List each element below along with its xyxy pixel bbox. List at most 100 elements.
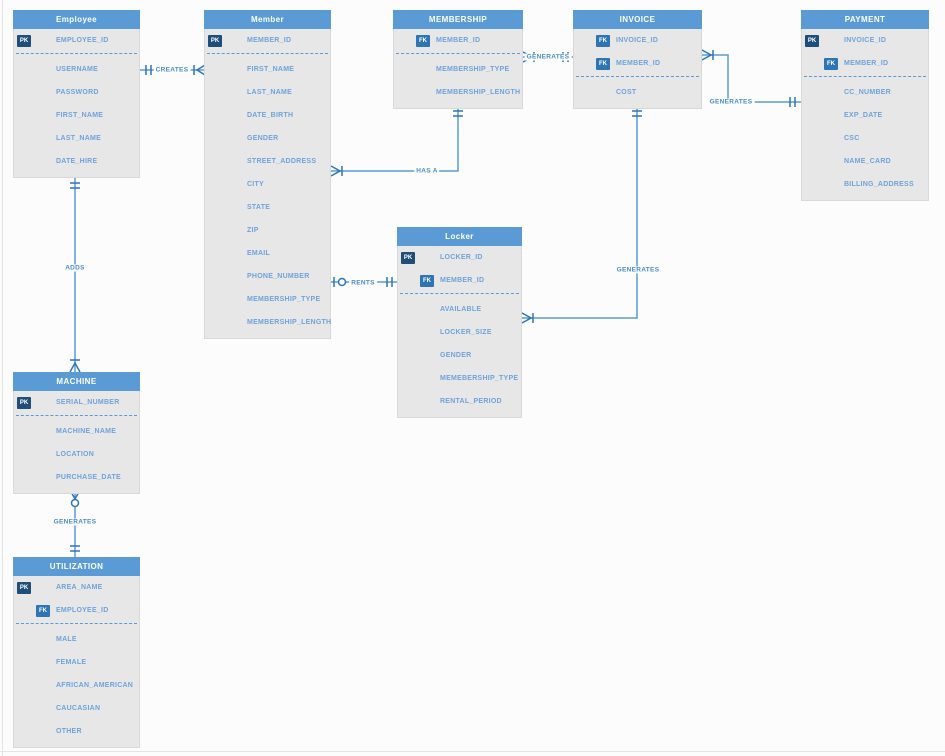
field-row: OTHER [14,720,139,743]
key-separator [207,53,328,54]
field-name: FIRST_NAME [247,66,295,73]
relationship-label-generates-invoice: GENERATES [524,53,572,61]
relationship-label-generates-payment: GENERATES [707,98,755,106]
key-separator [396,53,520,54]
field-name: ZIP [247,227,259,234]
entity-title: Member [204,10,331,29]
entity-title: PAYMENT [801,10,929,29]
field-name: LAST_NAME [247,89,293,96]
field-name: AREA_NAME [56,584,103,591]
field-row: LAST_NAME [14,127,139,150]
field-row: BILLING_ADDRESS [802,173,928,196]
key-field-row: FK MEMBER_ID [802,52,928,75]
field-row: PASSWORD [14,81,139,104]
field-row: ZIP [205,219,330,242]
fk-badge: FK [36,604,50,617]
field-row: GENDER [398,344,521,367]
fk-badge: FK [420,274,434,287]
field-row: STREET_ADDRESS [205,150,330,173]
field-name: LOCKER_SIZE [440,329,492,336]
field-name: EXP_DATE [844,112,883,119]
field-name: SERIAL_NUMBER [56,399,120,406]
relationship-label-generates-utilization: GENERATES [51,518,99,526]
connector-invoice-payment[interactable] [701,49,801,107]
field-name: PURCHASE_DATE [56,474,121,481]
fk-badge: FK [824,57,838,70]
field-row: LAST_NAME [205,81,330,104]
connector-invoice-locker[interactable] [521,106,642,324]
field-row: MEMEBERSHIP_TYPE [398,367,521,390]
field-row: GENDER [205,127,330,150]
field-row: FEMALE [14,651,139,674]
field-name: AFRICAN_AMERICAN [56,682,134,689]
field-row: AVAILABLE [398,298,521,321]
connector-member-membership[interactable] [330,106,463,177]
field-name: CC_NUMBER [844,89,891,96]
field-name: EMPLOYEE_ID [56,607,109,614]
key-separator [16,53,137,54]
field-row: DATE_BIRTH [205,104,330,127]
field-row: MEMBERSHIP_LENGTH [394,81,522,104]
connector-employee-machine[interactable] [69,177,81,373]
entity-title: MACHINE [13,372,140,391]
field-row: MACHINE_NAME [14,420,139,443]
field-name: STATE [247,204,271,211]
field-name: MEMBER_ID [844,60,889,67]
field-row: MEMBERSHIP_TYPE [394,58,522,81]
field-row: NAME_CARD [802,150,928,173]
field-row: CSC [802,127,928,150]
relationship-label-has-a: HAS A [414,167,440,175]
field-row: MEMBERSHIP_LENGTH [205,311,331,334]
field-name: MEMBER_ID [440,277,485,284]
field-name: INVOICE_ID [616,37,659,44]
canvas-edge-left [2,0,3,756]
field-name: MEMEBERSHIP_TYPE [440,375,519,382]
relationship-label-creates: CREATES [153,66,191,74]
field-row: COST [574,81,701,104]
field-name: PASSWORD [56,89,99,96]
field-row: DATE_HIRE [14,150,139,173]
field-row: FIRST_NAME [14,104,139,127]
entity-title: MEMBERSHIP [393,10,523,29]
field-row: CAUCASIAN [14,697,139,720]
relationship-label-generates-locker: GENERATES [614,266,662,274]
field-name: GENDER [247,135,279,142]
field-row: MALE [14,628,139,651]
field-name: DATE_HIRE [56,158,98,165]
entity-title: Employee [13,10,140,29]
key-separator [804,76,926,77]
key-separator [16,623,137,624]
field-name: PHONE_NUMBER [247,273,310,280]
fk-badge: FK [596,57,610,70]
key-field-row: FK EMPLOYEE_ID [14,599,139,622]
field-name: RENTAL_PERIOD [440,398,502,405]
relationship-label-adds: ADDS [63,264,87,272]
field-name: NAME_CARD [844,158,891,165]
field-name: LAST_NAME [56,135,102,142]
pk-badge: PK [208,34,222,47]
field-row: LOCKER_SIZE [398,321,521,344]
pk-badge: PK [401,251,415,264]
key-separator [16,415,137,416]
pk-badge: PK [17,34,31,47]
